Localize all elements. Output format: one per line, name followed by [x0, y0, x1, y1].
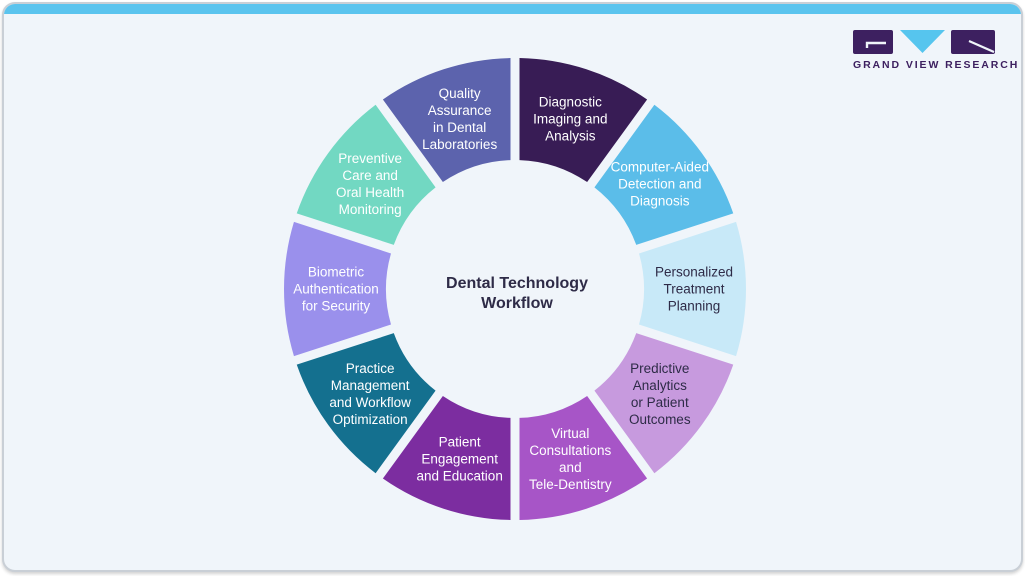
donut-segment-5 [519, 395, 648, 520]
top-accent-bar [4, 4, 1021, 14]
donut-segment-6 [382, 395, 511, 520]
chart-center-title: Dental Technology Workflow [446, 275, 588, 312]
logo-wordmark: GRAND VIEW RESEARCH [853, 59, 1020, 71]
donut-segment-8 [284, 221, 391, 357]
donut-segment-2 [594, 104, 734, 245]
donut-segments-svg [284, 58, 746, 520]
donut-segment-3 [639, 221, 746, 357]
donut-segment-10 [382, 58, 511, 183]
donut-segment-7 [296, 333, 436, 474]
grand-view-research-logo: GRAND VIEW RESEARCH [853, 30, 1020, 71]
donut-segment-4 [594, 333, 734, 474]
donut-segment-9 [296, 104, 436, 245]
gvr-logo-icon [853, 30, 995, 54]
donut-segment-1 [519, 58, 648, 183]
